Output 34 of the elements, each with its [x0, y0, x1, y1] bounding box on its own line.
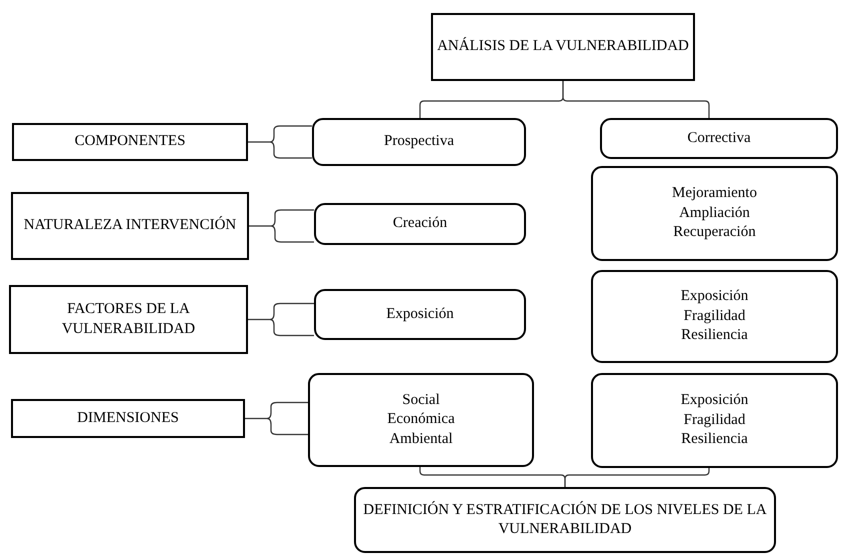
item-box	[600, 118, 838, 159]
brace-connector	[248, 209, 315, 243]
brace-connector	[247, 302, 315, 336]
node-label: Prospectiva	[384, 132, 454, 152]
node-label: Correctiva	[687, 128, 751, 148]
node-label: DEFINICIÓN Y ESTRATIFICACIÓN DE LOS NIVELES DE LA VULNERABILIDAD	[362, 500, 768, 539]
category-box	[11, 399, 245, 438]
node-label: NATURALEZA INTERVENCIÓN	[24, 216, 236, 236]
item-box	[591, 373, 838, 468]
item-box	[308, 373, 534, 467]
category-box	[11, 192, 249, 260]
brace-connector	[247, 125, 313, 159]
brace-connector	[564, 468, 710, 487]
node-label: FACTORES DE LA VULNERABILIDAD	[60, 300, 196, 338]
result-box	[354, 487, 776, 553]
node-label: Creación	[392, 214, 448, 234]
item-box	[314, 289, 526, 340]
node-label: DIMENSIONES	[77, 408, 179, 428]
item-box	[591, 270, 838, 363]
node-label: Mejoramiento Ampliación Recuperación	[672, 184, 757, 242]
category-box	[9, 285, 248, 354]
node-label: ANÁLISIS DE LA VULNERABILIDAD	[437, 37, 689, 56]
title-box	[431, 13, 695, 81]
item-box	[314, 203, 526, 245]
brace-connector	[562, 81, 710, 118]
node-label: Exposición Fragilidad Resiliencia	[680, 391, 748, 450]
node-label: COMPONENTES	[74, 132, 186, 152]
item-box	[312, 118, 526, 166]
category-box	[12, 123, 248, 161]
node-label: Exposición Fragilidad Resiliencia	[680, 287, 748, 346]
node-label: Exposición	[386, 304, 454, 324]
brace-connector	[244, 402, 309, 436]
item-box	[591, 166, 838, 261]
node-label: Social Económica Ambiental	[387, 390, 455, 449]
